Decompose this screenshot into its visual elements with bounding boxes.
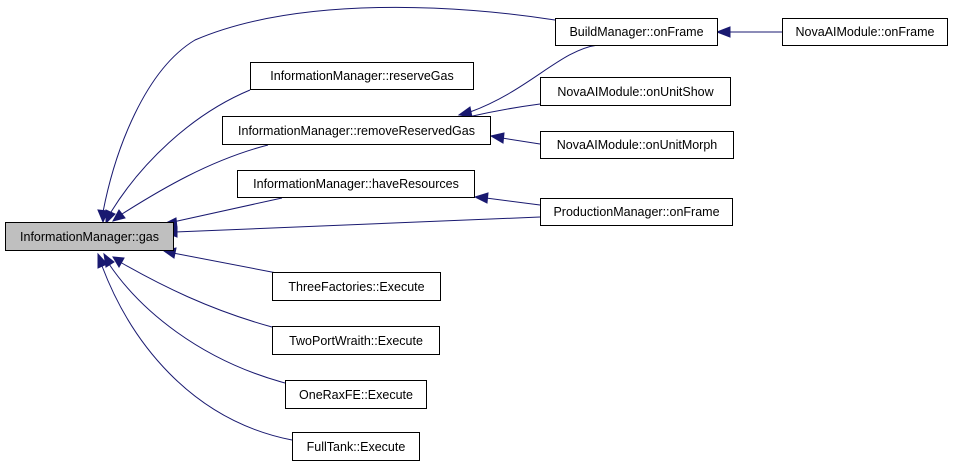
node-two-port-wraith-execute[interactable]: TwoPortWraith::Execute bbox=[272, 326, 440, 355]
edge-removereservedgas-to-gas bbox=[112, 144, 269, 222]
edge-productionmanager-to-haveresources bbox=[473, 192, 541, 206]
node-nova-ai-module-on-unit-morph[interactable]: NovaAIModule::onUnitMorph bbox=[540, 131, 734, 159]
node-information-manager-reserve-gas[interactable]: InformationManager::reserveGas bbox=[250, 62, 474, 90]
svg-text:OneRaxFE::Execute: OneRaxFE::Execute bbox=[299, 388, 413, 402]
svg-text:BuildManager::onFrame: BuildManager::onFrame bbox=[569, 25, 703, 39]
svg-text:InformationManager::gas: InformationManager::gas bbox=[20, 230, 159, 244]
node-information-manager-remove-reserved-gas[interactable]: InformationManager::removeReservedGas bbox=[222, 116, 491, 145]
svg-text:NovaAIModule::onFrame: NovaAIModule::onFrame bbox=[796, 25, 935, 39]
edge-onunitmorph-to-removereservedgas bbox=[489, 132, 541, 145]
svg-text:NovaAIModule::onUnitMorph: NovaAIModule::onUnitMorph bbox=[557, 138, 718, 152]
edge-twoportwraith-to-gas bbox=[112, 256, 273, 328]
svg-text:InformationManager::removeRese: InformationManager::removeReservedGas bbox=[238, 124, 475, 138]
node-information-manager-have-resources[interactable]: InformationManager::haveResources bbox=[237, 170, 475, 198]
svg-text:FullTank::Execute: FullTank::Execute bbox=[307, 440, 406, 454]
edge-oneraxfe-to-gas bbox=[103, 252, 286, 384]
svg-text:TwoPortWraith::Execute: TwoPortWraith::Execute bbox=[289, 334, 423, 348]
svg-text:InformationManager::haveResour: InformationManager::haveResources bbox=[253, 177, 459, 191]
node-one-rax-fe-execute[interactable]: OneRaxFE::Execute bbox=[285, 380, 427, 409]
svg-text:NovaAIModule::onUnitShow: NovaAIModule::onUnitShow bbox=[557, 85, 714, 99]
edge-threefactories-to-gas bbox=[162, 247, 283, 275]
edge-fulltank-to-gas bbox=[97, 252, 293, 441]
svg-text:ThreeFactories::Execute: ThreeFactories::Execute bbox=[288, 280, 424, 294]
node-build-manager-on-frame[interactable]: BuildManager::onFrame bbox=[555, 18, 718, 46]
node-information-manager-gas[interactable]: InformationManager::gas bbox=[5, 222, 174, 251]
edge-novaonframe-to-buildmanager bbox=[715, 26, 782, 38]
edge-haveresources-to-gas bbox=[162, 197, 283, 229]
edge-reservegas-to-gas bbox=[105, 89, 251, 225]
node-nova-ai-module-on-frame[interactable]: NovaAIModule::onFrame bbox=[782, 18, 948, 46]
node-full-tank-execute[interactable]: FullTank::Execute bbox=[292, 432, 420, 461]
svg-text:InformationManager::reserveGas: InformationManager::reserveGas bbox=[270, 69, 453, 83]
node-production-manager-on-frame[interactable]: ProductionManager::onFrame bbox=[540, 198, 733, 226]
node-nova-ai-module-on-unit-show[interactable]: NovaAIModule::onUnitShow bbox=[540, 77, 731, 106]
node-three-factories-execute[interactable]: ThreeFactories::Execute bbox=[272, 272, 441, 301]
svg-text:ProductionManager::onFrame: ProductionManager::onFrame bbox=[553, 205, 719, 219]
edge-productionmanager-to-gas bbox=[162, 216, 541, 238]
